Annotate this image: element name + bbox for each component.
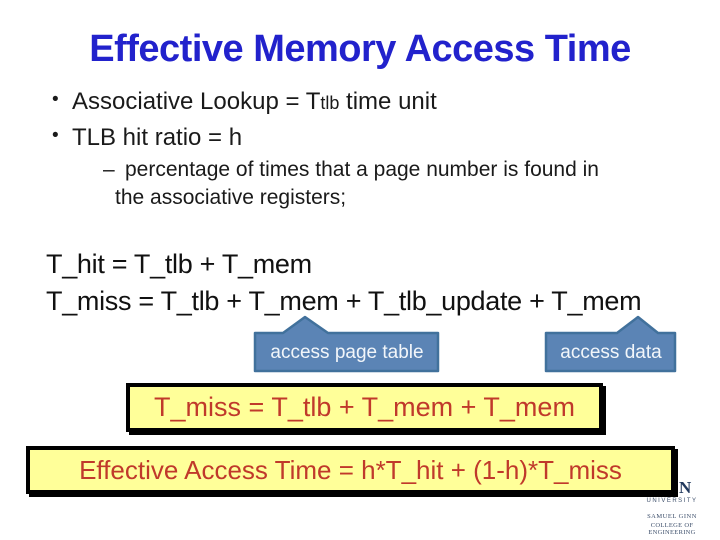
callout-access-page-table-label: access page table: [270, 342, 424, 363]
bullet-icon: •: [52, 125, 59, 146]
bullet-icon: •: [52, 89, 59, 110]
logo-samuel-ginn-text: SAMUEL GINN: [647, 513, 697, 520]
highlight-box-effective-access-time: Effective Access Time = h*T_hit + (1-h)*…: [26, 446, 675, 494]
callout-access-data-label: access data: [560, 342, 662, 363]
bullet1-prefix: Associative Lookup = T: [72, 88, 321, 115]
callout-access-data: access data: [544, 315, 678, 373]
slide-title: Effective Memory Access Time: [89, 28, 631, 70]
callout-pointer-shape: [253, 315, 440, 373]
sub-bullet-text1: percentage of times that a page number i…: [125, 158, 599, 181]
equation-t-hit: T_hit = T_tlb + T_mem: [46, 249, 312, 279]
bullet1-suffix: time unit: [339, 88, 437, 115]
callout-pointer-shape: [544, 315, 677, 373]
highlight-box-t-miss: T_miss = T_tlb + T_mem + T_mem: [126, 383, 603, 432]
bullet-tlb-hit-ratio-text: TLB hit ratio = h: [72, 124, 243, 151]
bullet1-tlb-subscript: tlb: [320, 93, 340, 113]
dash-bullet-icon: –: [103, 158, 115, 181]
logo-college-text: COLLEGE OF ENGINEERING: [648, 522, 696, 536]
bullet-associative-lookup-text: Associative Lookup = Ttlb time unit: [72, 88, 437, 116]
callout-access-page-table: access page table: [252, 315, 442, 373]
sub-bullet-text2: the associative registers;: [115, 186, 347, 209]
logo-letter-n: N: [679, 478, 692, 497]
equation-t-miss: T_miss = T_tlb + T_mem + T_tlb_update + …: [46, 286, 642, 316]
logo-university-text: UNIVERSITY: [646, 498, 698, 504]
